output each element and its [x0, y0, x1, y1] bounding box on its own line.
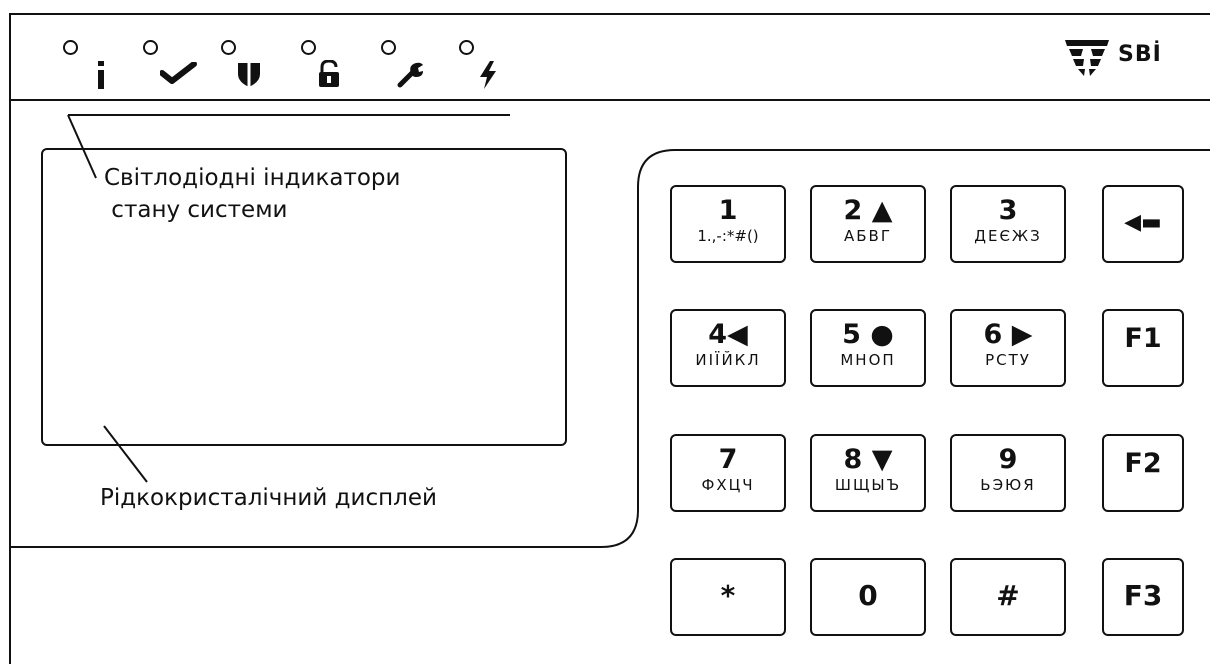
key-0[interactable]: 0 [810, 558, 926, 636]
key-5[interactable]: 5 ●МНОП [810, 309, 926, 387]
key-8[interactable]: 8 ▼ШЩЫЪ [810, 434, 926, 512]
check-icon [160, 62, 197, 84]
led-armed [221, 40, 236, 55]
key-f3[interactable]: F3 [1102, 558, 1184, 636]
shield-icon [238, 62, 260, 88]
led-tamper [301, 40, 316, 55]
lower-divider [9, 546, 589, 548]
key-2[interactable]: 2 ▲АБВГ [810, 185, 926, 263]
lightning-icon [480, 61, 496, 89]
lcd-display [41, 148, 567, 446]
info-icon [98, 61, 104, 89]
logo-text: SBİ [1118, 42, 1162, 67]
key-f1[interactable]: F1 [1102, 309, 1184, 387]
callout-lines [67, 114, 510, 483]
key-6[interactable]: 6 ▶РСТУ [950, 309, 1066, 387]
led-ready [143, 40, 158, 55]
key-4[interactable]: 4◀ИІЇЙКЛ [670, 309, 786, 387]
led-indicators-label: Світлодіодні індикатори стану системи [104, 165, 401, 223]
led-power [459, 40, 474, 55]
keypad-surround [589, 149, 1210, 548]
key-backspace[interactable]: ◀▬ [1102, 185, 1184, 263]
key-f2[interactable]: F2 [1102, 434, 1184, 512]
header-divider [9, 99, 1210, 101]
unlock-icon [319, 60, 339, 87]
key-hash[interactable]: # [950, 558, 1066, 636]
device-outline [9, 13, 1210, 664]
sbi-logo-icon [1065, 40, 1109, 76]
wrench-icon [397, 62, 423, 88]
led-service [381, 40, 396, 55]
key-star[interactable]: * [670, 558, 786, 636]
lcd-display-label: Рідкокристалічний дисплей [100, 485, 437, 511]
led-info [63, 40, 78, 55]
